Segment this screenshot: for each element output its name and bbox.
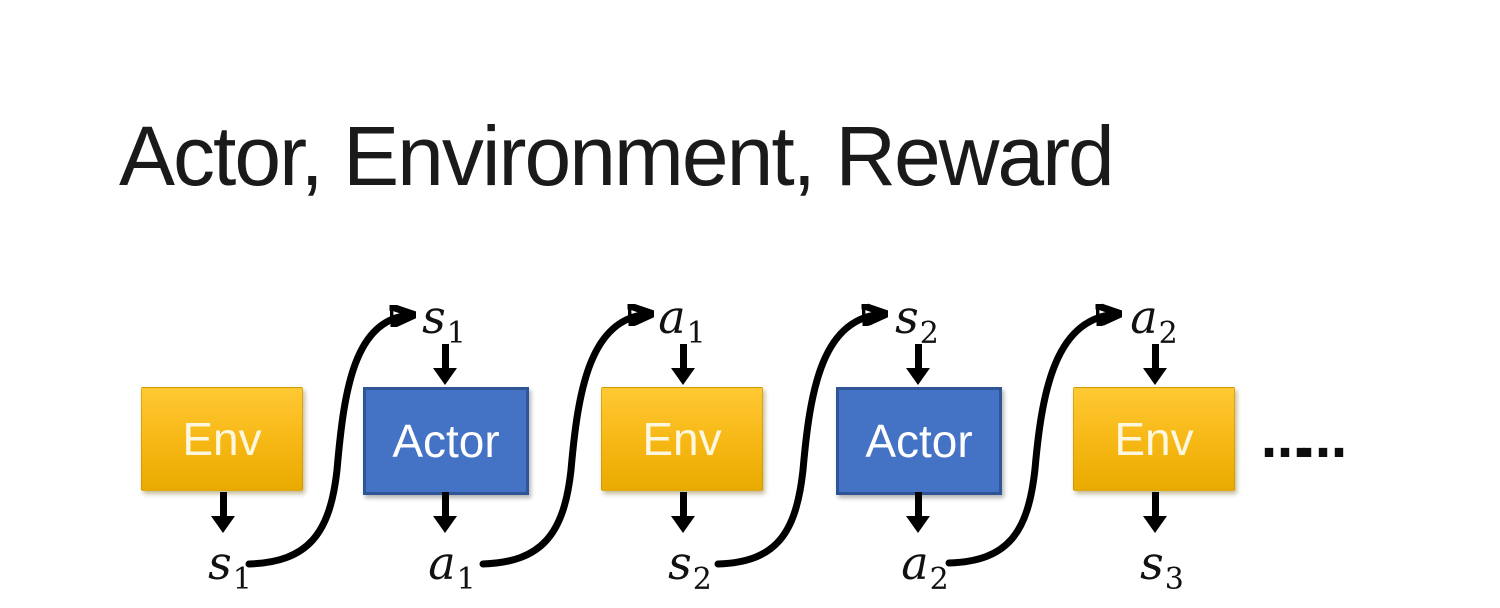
top-label-a2: a2 [1130,294,1178,349]
arrow-head [906,368,930,385]
bottom-label-s3: s3 [1140,540,1184,595]
math-symbol: s [668,536,692,590]
math-symbol: a [428,536,456,590]
arrow-head [671,368,695,385]
ellipsis-dots: …… [1261,413,1347,469]
arrow-shaft [679,344,687,369]
env-box-3: Env [601,387,763,491]
arrow-head [433,368,457,385]
top-label-s1: s1 [422,294,466,349]
arrow-shaft [679,492,687,517]
env-box-5: Env [1073,387,1235,491]
math-subscript: 2 [919,316,939,351]
bottom-label-s1: s1 [208,540,252,595]
arrow-shaft [441,344,449,369]
math-subscript: 3 [1164,562,1184,597]
actor-box-label: Actor [865,415,973,467]
math-subscript: 2 [1158,316,1178,351]
arrow-head [671,516,695,533]
arrow-shaft [219,492,227,517]
arrow-head [433,516,457,533]
arrow-shaft [441,492,449,517]
math-symbol: s [895,290,919,344]
arrow-shaft [914,492,922,517]
math-symbol: a [658,290,686,344]
actor-box-4: Actor [836,387,1002,495]
arrow-shaft [1151,492,1159,517]
arrow-head [1143,516,1167,533]
arrow-shaft [914,344,922,369]
top-label-s2: s2 [895,294,939,349]
math-subscript: 1 [686,316,706,351]
arrow-head [211,516,235,533]
arrow-head [906,516,930,533]
math-subscript: 1 [446,316,466,351]
math-symbol: a [901,536,929,590]
math-subscript: 2 [692,562,712,597]
math-symbol: s [1140,536,1164,590]
actor-box-label: Actor [392,415,500,467]
env-box-label: Env [642,413,722,465]
slide-title: Actor, Environment, Reward [119,109,1115,203]
arrow-shaft [1151,344,1159,369]
math-subscript: 1 [232,562,252,597]
math-symbol: s [208,536,232,590]
bottom-label-s2: s2 [668,540,712,595]
actor-box-2: Actor [363,387,529,495]
math-subscript: 2 [929,562,949,597]
math-subscript: 1 [456,562,476,597]
env-box-label: Env [182,413,262,465]
top-label-a1: a1 [658,294,706,349]
bottom-label-a2: a2 [901,540,949,595]
bottom-label-a1: a1 [428,540,476,595]
arrow-head [1143,368,1167,385]
env-box-label: Env [1114,413,1194,465]
env-box-1: Env [141,387,303,491]
math-symbol: s [422,290,446,344]
math-symbol: a [1130,290,1158,344]
